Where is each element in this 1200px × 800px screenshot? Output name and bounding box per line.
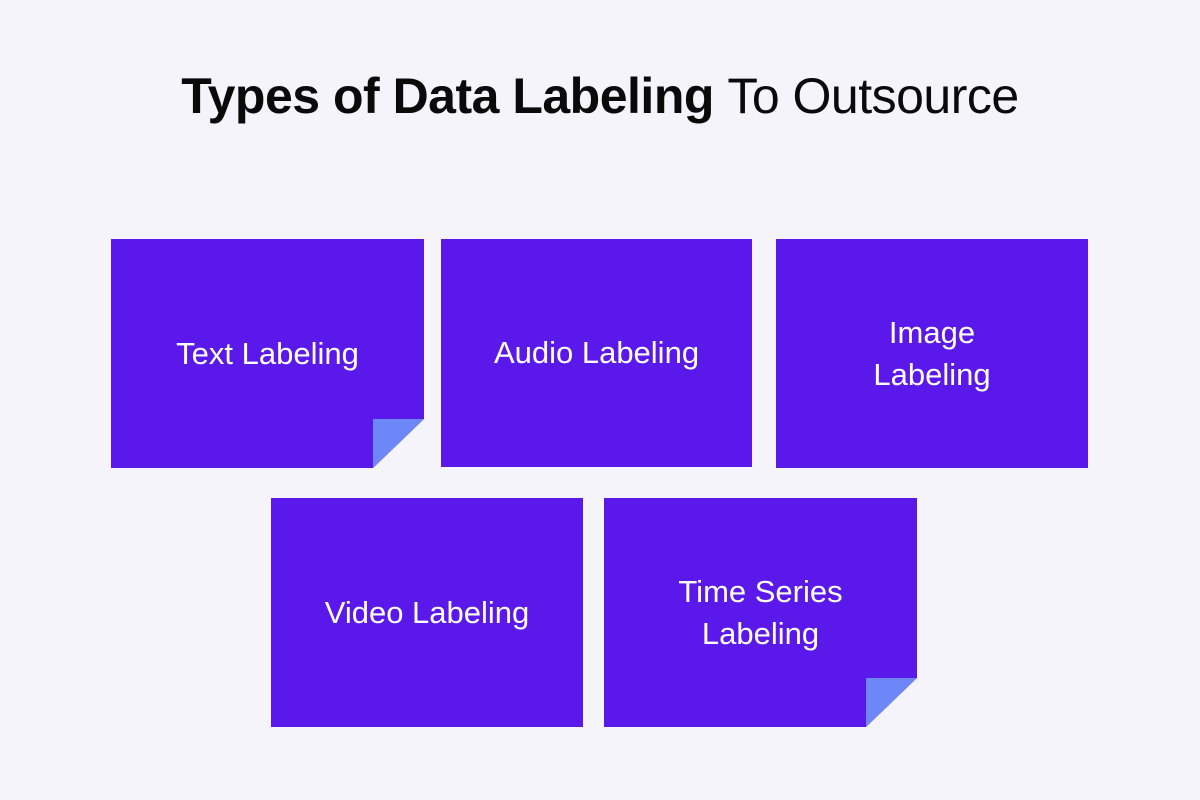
card-label: Image Labeling [873,314,991,392]
card-text-labeling: Text Labeling [111,239,424,468]
card-image-labeling: Image Labeling [776,239,1088,468]
title-bold-part: Types of Data Labeling [181,68,714,124]
card-audio-labeling: Audio Labeling [441,239,752,467]
folded-corner-icon [866,678,917,727]
title-regular-part: To Outsource [727,68,1019,124]
card-video-labeling: Video Labeling [271,498,583,727]
card-label: Audio Labeling [493,335,700,370]
folded-corner-icon [373,419,424,468]
card-label: Video Labeling [324,594,530,630]
page-title: Types of Data Labeling To Outsource [0,66,1200,127]
card-time-series-labeling: Time Series Labeling [604,498,917,727]
card-label: Text Labeling [176,335,359,371]
card-label: Time Series Labeling [678,573,843,651]
